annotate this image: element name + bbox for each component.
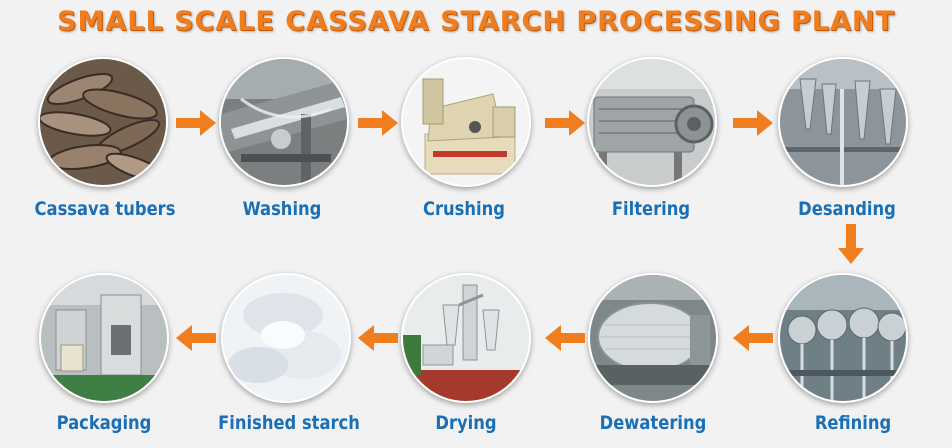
arrow-right-icon	[733, 110, 773, 136]
dewatering-image	[588, 273, 718, 403]
step-label: Dewatering	[599, 412, 707, 434]
finished-starch-image	[221, 273, 351, 403]
desanding-image	[778, 57, 908, 187]
step-label: Cassava tubers	[34, 198, 176, 220]
arrow-right-icon	[545, 110, 585, 136]
arrow-down-icon	[838, 224, 864, 264]
diagram-title: SMALL SCALE CASSAVA STARCH PROCESSING PL…	[57, 6, 895, 37]
washing-image	[219, 57, 349, 187]
step-label: Desanding	[798, 198, 896, 220]
packaging-image	[39, 273, 169, 403]
filtering-image	[587, 57, 717, 187]
cassava-tubers-image	[38, 57, 168, 187]
refining-image	[778, 273, 908, 403]
step-label: Crushing	[423, 198, 505, 220]
step-label: Drying	[435, 412, 497, 434]
arrow-right-icon	[358, 110, 398, 136]
crushing-image	[401, 57, 531, 187]
step-label: Filtering	[611, 198, 691, 220]
arrow-left-icon	[545, 325, 585, 351]
arrow-left-icon	[358, 325, 398, 351]
step-label: Washing	[242, 198, 322, 220]
arrow-right-icon	[176, 110, 216, 136]
drying-image	[401, 273, 531, 403]
step-label: Refining	[814, 412, 892, 434]
step-label: Finished starch	[218, 412, 360, 434]
arrow-left-icon	[733, 325, 773, 351]
step-label: Packaging	[56, 412, 152, 434]
arrow-left-icon	[176, 325, 216, 351]
